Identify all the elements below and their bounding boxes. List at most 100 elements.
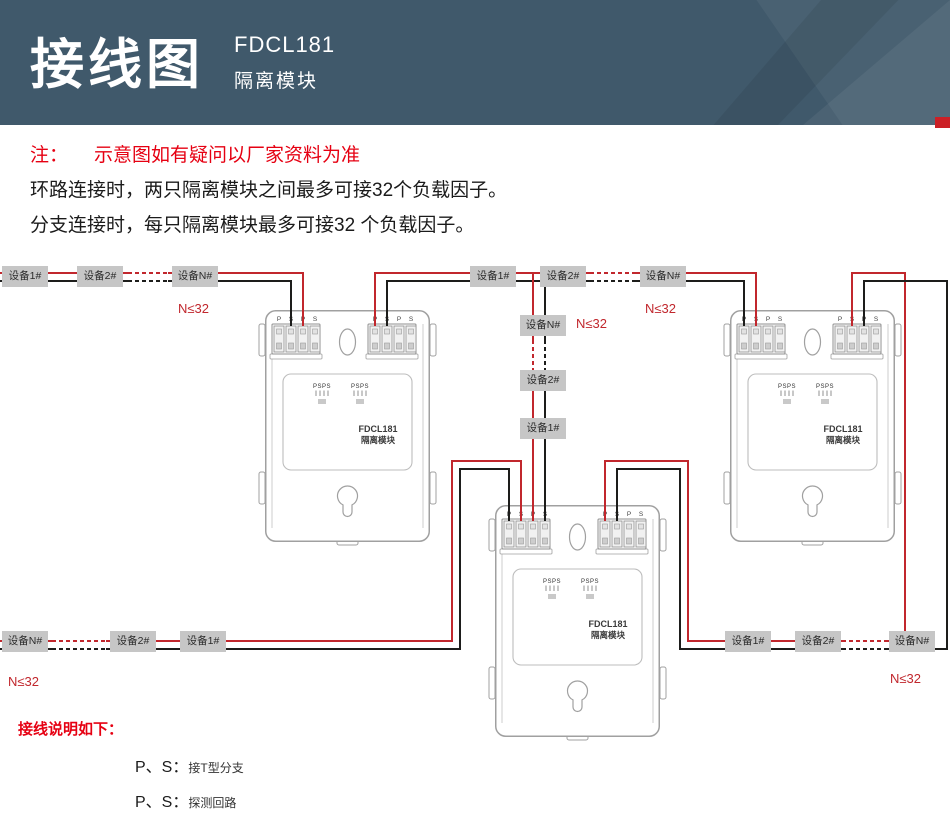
module-body <box>265 310 430 542</box>
mounting-ear <box>659 518 667 552</box>
legend-item-text: 探测回路 <box>188 796 237 810</box>
keyhole <box>566 680 589 713</box>
legend-item-text: 接T型分支 <box>188 761 244 775</box>
mounting-ear <box>429 323 437 357</box>
inner-panel <box>512 568 643 666</box>
red-accent-bar <box>935 117 950 128</box>
psps-mark <box>318 399 326 404</box>
note-line-2: 分支连接时，每只隔离模块最多可接32 个负载因子。 <box>30 215 475 236</box>
inner-panel <box>747 373 878 471</box>
terminal-label: S <box>409 316 414 323</box>
terminal-label: P <box>397 316 401 323</box>
mounting-ear <box>723 471 731 505</box>
device-box: 设备2# <box>795 631 841 652</box>
wire-red <box>106 460 522 642</box>
mounting-ear <box>429 471 437 505</box>
mounting-ear <box>258 323 266 357</box>
legend-item-label: P、S： <box>135 794 189 811</box>
module-type: 隔离模块 <box>361 435 396 445</box>
device-box: 设备N# <box>640 266 686 287</box>
module-body <box>495 505 660 737</box>
header-banner: 接线图 FDCL181 隔离模块 <box>0 0 950 125</box>
psps-label: PSPS <box>778 384 796 390</box>
mounting-ear <box>723 323 731 357</box>
mounting-ear <box>894 471 902 505</box>
module-name: FDCL181 <box>358 424 397 434</box>
terminal <box>635 520 647 548</box>
device-box: 设备1# <box>180 631 226 652</box>
terminal <box>309 325 321 353</box>
terminal-label: P <box>766 316 770 323</box>
mounting-hole <box>338 328 357 356</box>
device-box: 设备1# <box>470 266 516 287</box>
terminal <box>762 325 774 353</box>
terminal-label: P <box>277 316 281 323</box>
mounting-ear <box>659 666 667 700</box>
terminal-label: S <box>639 511 644 518</box>
legend-title: 接线说明如下： <box>18 721 124 738</box>
note-line-1: 环路连接时，两只隔离模块之间最多可接32个负载因子。 <box>30 180 508 201</box>
module-type: 隔离模块 <box>826 435 861 445</box>
model-number: FDCL181 <box>234 32 336 57</box>
terminal-label: P <box>838 316 842 323</box>
module-type-label: 隔离模块 <box>234 71 319 92</box>
psps-mark <box>783 399 791 404</box>
mounting-ear <box>894 323 902 357</box>
note-prefix: 注： <box>30 145 69 166</box>
terminal <box>870 325 882 353</box>
notes-block: 注： 示意图如有疑问以厂家资料为准 环路连接时，两只隔离模块之间最多可接32个负载… <box>30 138 507 243</box>
psps-mark <box>821 399 829 404</box>
wire-red <box>374 272 590 326</box>
keyhole <box>801 485 824 518</box>
device-box: 设备1# <box>725 631 771 652</box>
psps-label: PSPS <box>581 579 599 585</box>
legend-item-label: P、S： <box>135 759 189 776</box>
device-box: 设备1# <box>520 418 566 439</box>
header-subtitle: FDCL181 隔离模块 <box>234 32 335 93</box>
note-warning: 注： 示意图如有疑问以厂家资料为准 <box>30 138 507 173</box>
terminal <box>834 325 846 353</box>
module-type: 隔离模块 <box>591 630 626 640</box>
n-limit-label: N≤32 <box>890 671 921 686</box>
psps-mark <box>356 399 364 404</box>
module-name: FDCL181 <box>588 619 627 629</box>
module-body <box>730 310 895 542</box>
wire-black <box>106 468 510 650</box>
psps-label: PSPS <box>816 384 834 390</box>
terminal <box>623 520 635 548</box>
inner-panel <box>282 373 413 471</box>
device-box: 设备N# <box>889 631 935 652</box>
legend-item: P、S：探测回路 <box>135 788 236 812</box>
device-box: 设备1# <box>2 266 48 287</box>
device-box: 设备2# <box>540 266 586 287</box>
n-limit-label: N≤32 <box>645 301 676 316</box>
legend-item: P、S：接T型分支 <box>135 753 244 777</box>
device-box: 设备2# <box>110 631 156 652</box>
device-box: 设备N# <box>172 266 218 287</box>
terminal-label: S <box>313 316 318 323</box>
device-box: 设备N# <box>2 631 48 652</box>
terminal <box>774 325 786 353</box>
terminal <box>393 325 405 353</box>
terminal <box>405 325 417 353</box>
n-limit-label: N≤32 <box>8 674 39 689</box>
module-name: FDCL181 <box>823 424 862 434</box>
mounting-hole <box>803 328 822 356</box>
terminal-label: S <box>874 316 879 323</box>
psps-label: PSPS <box>313 384 331 390</box>
note-warning-text: 示意图如有疑问以厂家资料为准 <box>94 145 361 166</box>
mounting-ear <box>258 471 266 505</box>
psps-label: PSPS <box>351 384 369 390</box>
page-title: 接线图 <box>30 35 204 95</box>
keyhole <box>336 485 359 518</box>
terminal-label: P <box>627 511 631 518</box>
psps-mark <box>548 594 556 599</box>
psps-mark <box>586 594 594 599</box>
device-box: 设备2# <box>77 266 123 287</box>
n-limit-label: N≤32 <box>576 316 607 331</box>
mounting-ear <box>488 666 496 700</box>
